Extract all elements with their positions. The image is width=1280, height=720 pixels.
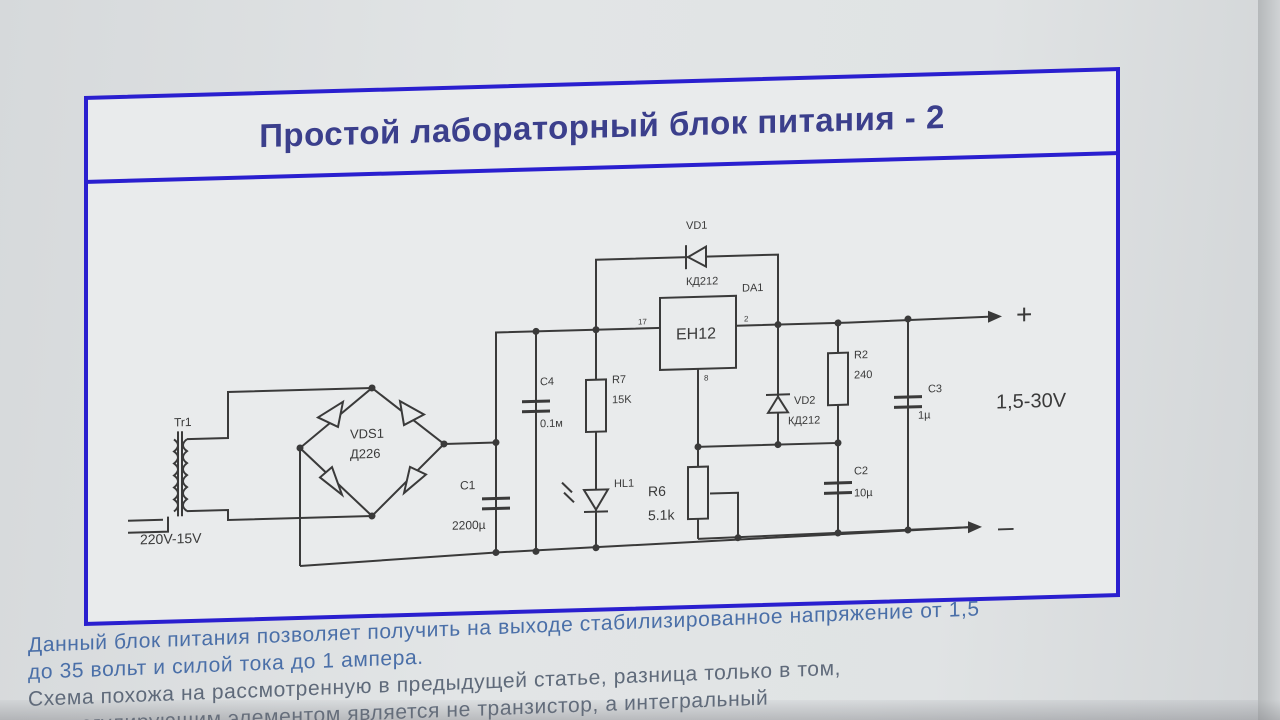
junction <box>734 534 742 542</box>
label-pin2: 2 <box>744 314 749 323</box>
label-vd1: VD1 <box>686 220 707 233</box>
junction <box>492 548 500 556</box>
led-hl1 <box>582 488 610 512</box>
positive-bus <box>495 315 989 443</box>
junction <box>774 441 782 449</box>
label-c2-value: 10µ <box>854 487 873 500</box>
junction <box>774 321 782 329</box>
diode-vd2-bar <box>766 393 790 396</box>
label-tr1-rating: 220V-15V <box>140 530 202 548</box>
diode-4 <box>402 465 428 496</box>
output-minus-bus <box>697 526 969 540</box>
diode-vd2 <box>766 394 790 414</box>
primary-lead-bottom <box>128 516 169 534</box>
label-pin8: 8 <box>704 374 709 383</box>
regulator-box <box>659 294 737 371</box>
label-plus: + <box>1016 299 1032 330</box>
label-r7-value: 15K <box>612 394 632 407</box>
junction <box>492 438 500 446</box>
label-vd2: VD2 <box>794 395 815 408</box>
junction <box>904 315 912 323</box>
transformer-primary-coil <box>172 438 179 513</box>
resistor-r7 <box>585 378 607 434</box>
resistor-r2 <box>827 351 849 407</box>
label-vds1: VDS1 <box>350 426 384 442</box>
junction <box>834 439 842 447</box>
label-vd2-type: КД212 <box>788 414 820 427</box>
capacitor-c1 <box>482 496 510 511</box>
capacitors <box>482 395 922 511</box>
label-c3: C3 <box>928 383 942 395</box>
junction <box>532 327 540 335</box>
diode-vd1 <box>685 244 707 269</box>
led-hl1-bar <box>584 510 608 514</box>
ground-bus-lower <box>299 526 969 567</box>
diode-1 <box>315 399 345 429</box>
label-r2: R2 <box>854 349 868 361</box>
label-r2-value: 240 <box>854 369 872 382</box>
junction <box>532 547 540 555</box>
label-c3-value: 1µ <box>918 409 931 421</box>
slide-title: Простой лабораторный блок питания - 2 <box>259 97 945 155</box>
bridge-diodes <box>315 399 428 498</box>
label-c4: C4 <box>540 376 554 388</box>
minus-arrow <box>968 521 982 534</box>
secondary-lead-bottom <box>187 508 372 522</box>
label-r7: R7 <box>612 374 626 386</box>
label-da1: DA1 <box>742 282 763 295</box>
junction <box>440 440 448 448</box>
label-r6-value: 5.1k <box>648 506 675 523</box>
junction <box>368 512 376 520</box>
circuit-wires <box>128 253 989 567</box>
junction <box>834 319 842 327</box>
label-c1-value: 2200µ <box>452 518 486 533</box>
diode-2 <box>398 399 427 427</box>
label-c2: C2 <box>854 465 868 477</box>
label-c4-value: 0.1м <box>540 418 563 431</box>
transformer-secondary-coil <box>182 438 189 512</box>
schematic-slide: Простой лабораторный блок питания - 2 <box>84 67 1120 627</box>
junction <box>296 444 304 452</box>
label-minus: – <box>998 511 1014 542</box>
capacitor-c4 <box>522 399 550 414</box>
monitor-bezel <box>1258 0 1280 720</box>
plus-arrow <box>988 310 1002 323</box>
label-hl1: HL1 <box>614 478 634 491</box>
circuit-schematic: Tr1 220V-15V VDS1 Д226 C1 2200µ C4 0.1м … <box>88 155 1116 622</box>
bridge-right-out <box>444 441 496 445</box>
primary-lead-top <box>128 518 163 522</box>
label-pin17: 17 <box>638 317 647 326</box>
label-voltage-range: 1,5-30V <box>996 390 1067 414</box>
signal-diodes <box>561 244 790 514</box>
capacitor-c3 <box>894 395 922 409</box>
junction <box>904 526 912 534</box>
diode-3 <box>318 465 345 498</box>
output-arrows <box>968 310 1002 534</box>
junction-dots <box>296 315 912 556</box>
junction <box>834 529 842 537</box>
led-light-rays <box>561 481 575 504</box>
resistors <box>585 351 849 521</box>
capacitor-c2 <box>824 481 852 495</box>
resistor-r6 <box>687 465 709 521</box>
secondary-lead-top <box>187 386 372 441</box>
label-regulator-type: EH12 <box>676 325 716 343</box>
circuit-diagram: Tr1 220V-15V VDS1 Д226 C1 2200µ C4 0.1м … <box>128 220 1067 567</box>
label-c1: C1 <box>460 478 476 492</box>
r6-wiper <box>710 491 739 538</box>
label-r6: R6 <box>648 483 666 500</box>
junction <box>592 544 600 552</box>
junction <box>694 443 702 451</box>
slide-frame: Простой лабораторный блок питания - 2 <box>84 67 1120 627</box>
monitor-bottom-edge <box>0 700 1280 720</box>
label-vd1-type: КД212 <box>686 275 718 288</box>
junction <box>592 326 600 334</box>
transformer-core <box>177 431 183 517</box>
label-vds1-type: Д226 <box>350 446 380 462</box>
junction <box>368 384 376 392</box>
label-tr1: Tr1 <box>174 415 192 429</box>
